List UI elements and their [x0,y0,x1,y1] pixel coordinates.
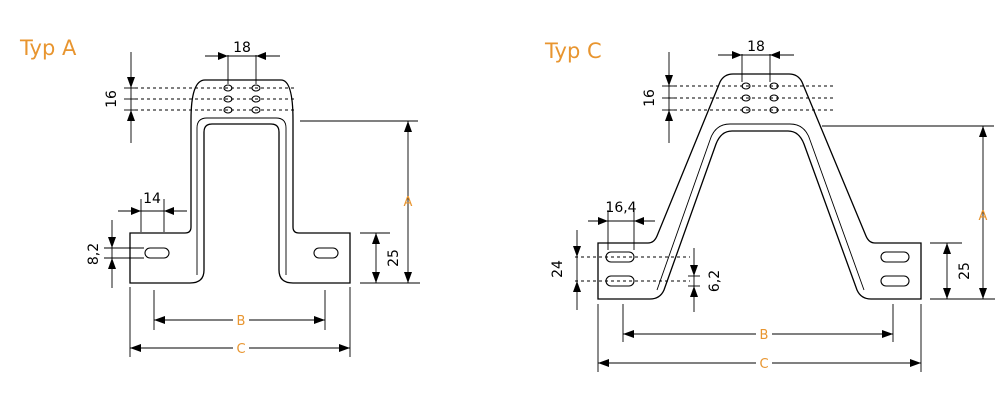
typ-a-inner-edge [196,117,287,275]
typ-c-dim-slot-span: 24 [550,260,566,278]
typ-a-dim-base-height: 25 [386,249,402,267]
typ-c-var-a: A [979,209,988,224]
typ-a-dim-slot-height: 8,2 [86,243,102,265]
typ-c-title: Typ C [545,39,602,63]
typ-a-dim-top-height: 16 [104,90,120,108]
typ-a-dim-slot-pitch: 14 [143,191,161,207]
typ-c-dim-top-height: 16 [642,89,658,107]
typ-a-var-a: A [404,195,413,210]
typ-c-right-slot-lower [880,275,910,287]
typ-c-var-b: B [760,328,769,343]
typ-c-dim-slot-height: 6,2 [707,270,723,292]
typ-a-var-c: C [236,342,245,357]
typ-c-right-slot-upper [880,251,910,263]
typ-c-dim-slot-pitch: 16,4 [605,200,636,216]
typ-a-left-slot [144,247,170,259]
typ-a-title: Typ A [20,36,77,60]
typ-c-bracket-outline [597,73,922,300]
typ-c-dim-top-width: 18 [747,39,765,55]
typ-a-var-b: B [237,314,246,329]
typ-c-drawing: 18 16 16,4 24 6,2 25 [550,39,995,372]
typ-a-dim-top-width: 18 [233,40,251,56]
typ-a-bracket-outline [129,79,351,284]
typ-c-inner-edge [656,123,865,291]
typ-a-drawing: 18 16 14 8,2 25 A [86,40,420,357]
typ-c-var-c: C [759,357,768,372]
typ-a-right-slot [313,247,339,259]
typ-c-dim-base-height: 25 [957,262,973,280]
